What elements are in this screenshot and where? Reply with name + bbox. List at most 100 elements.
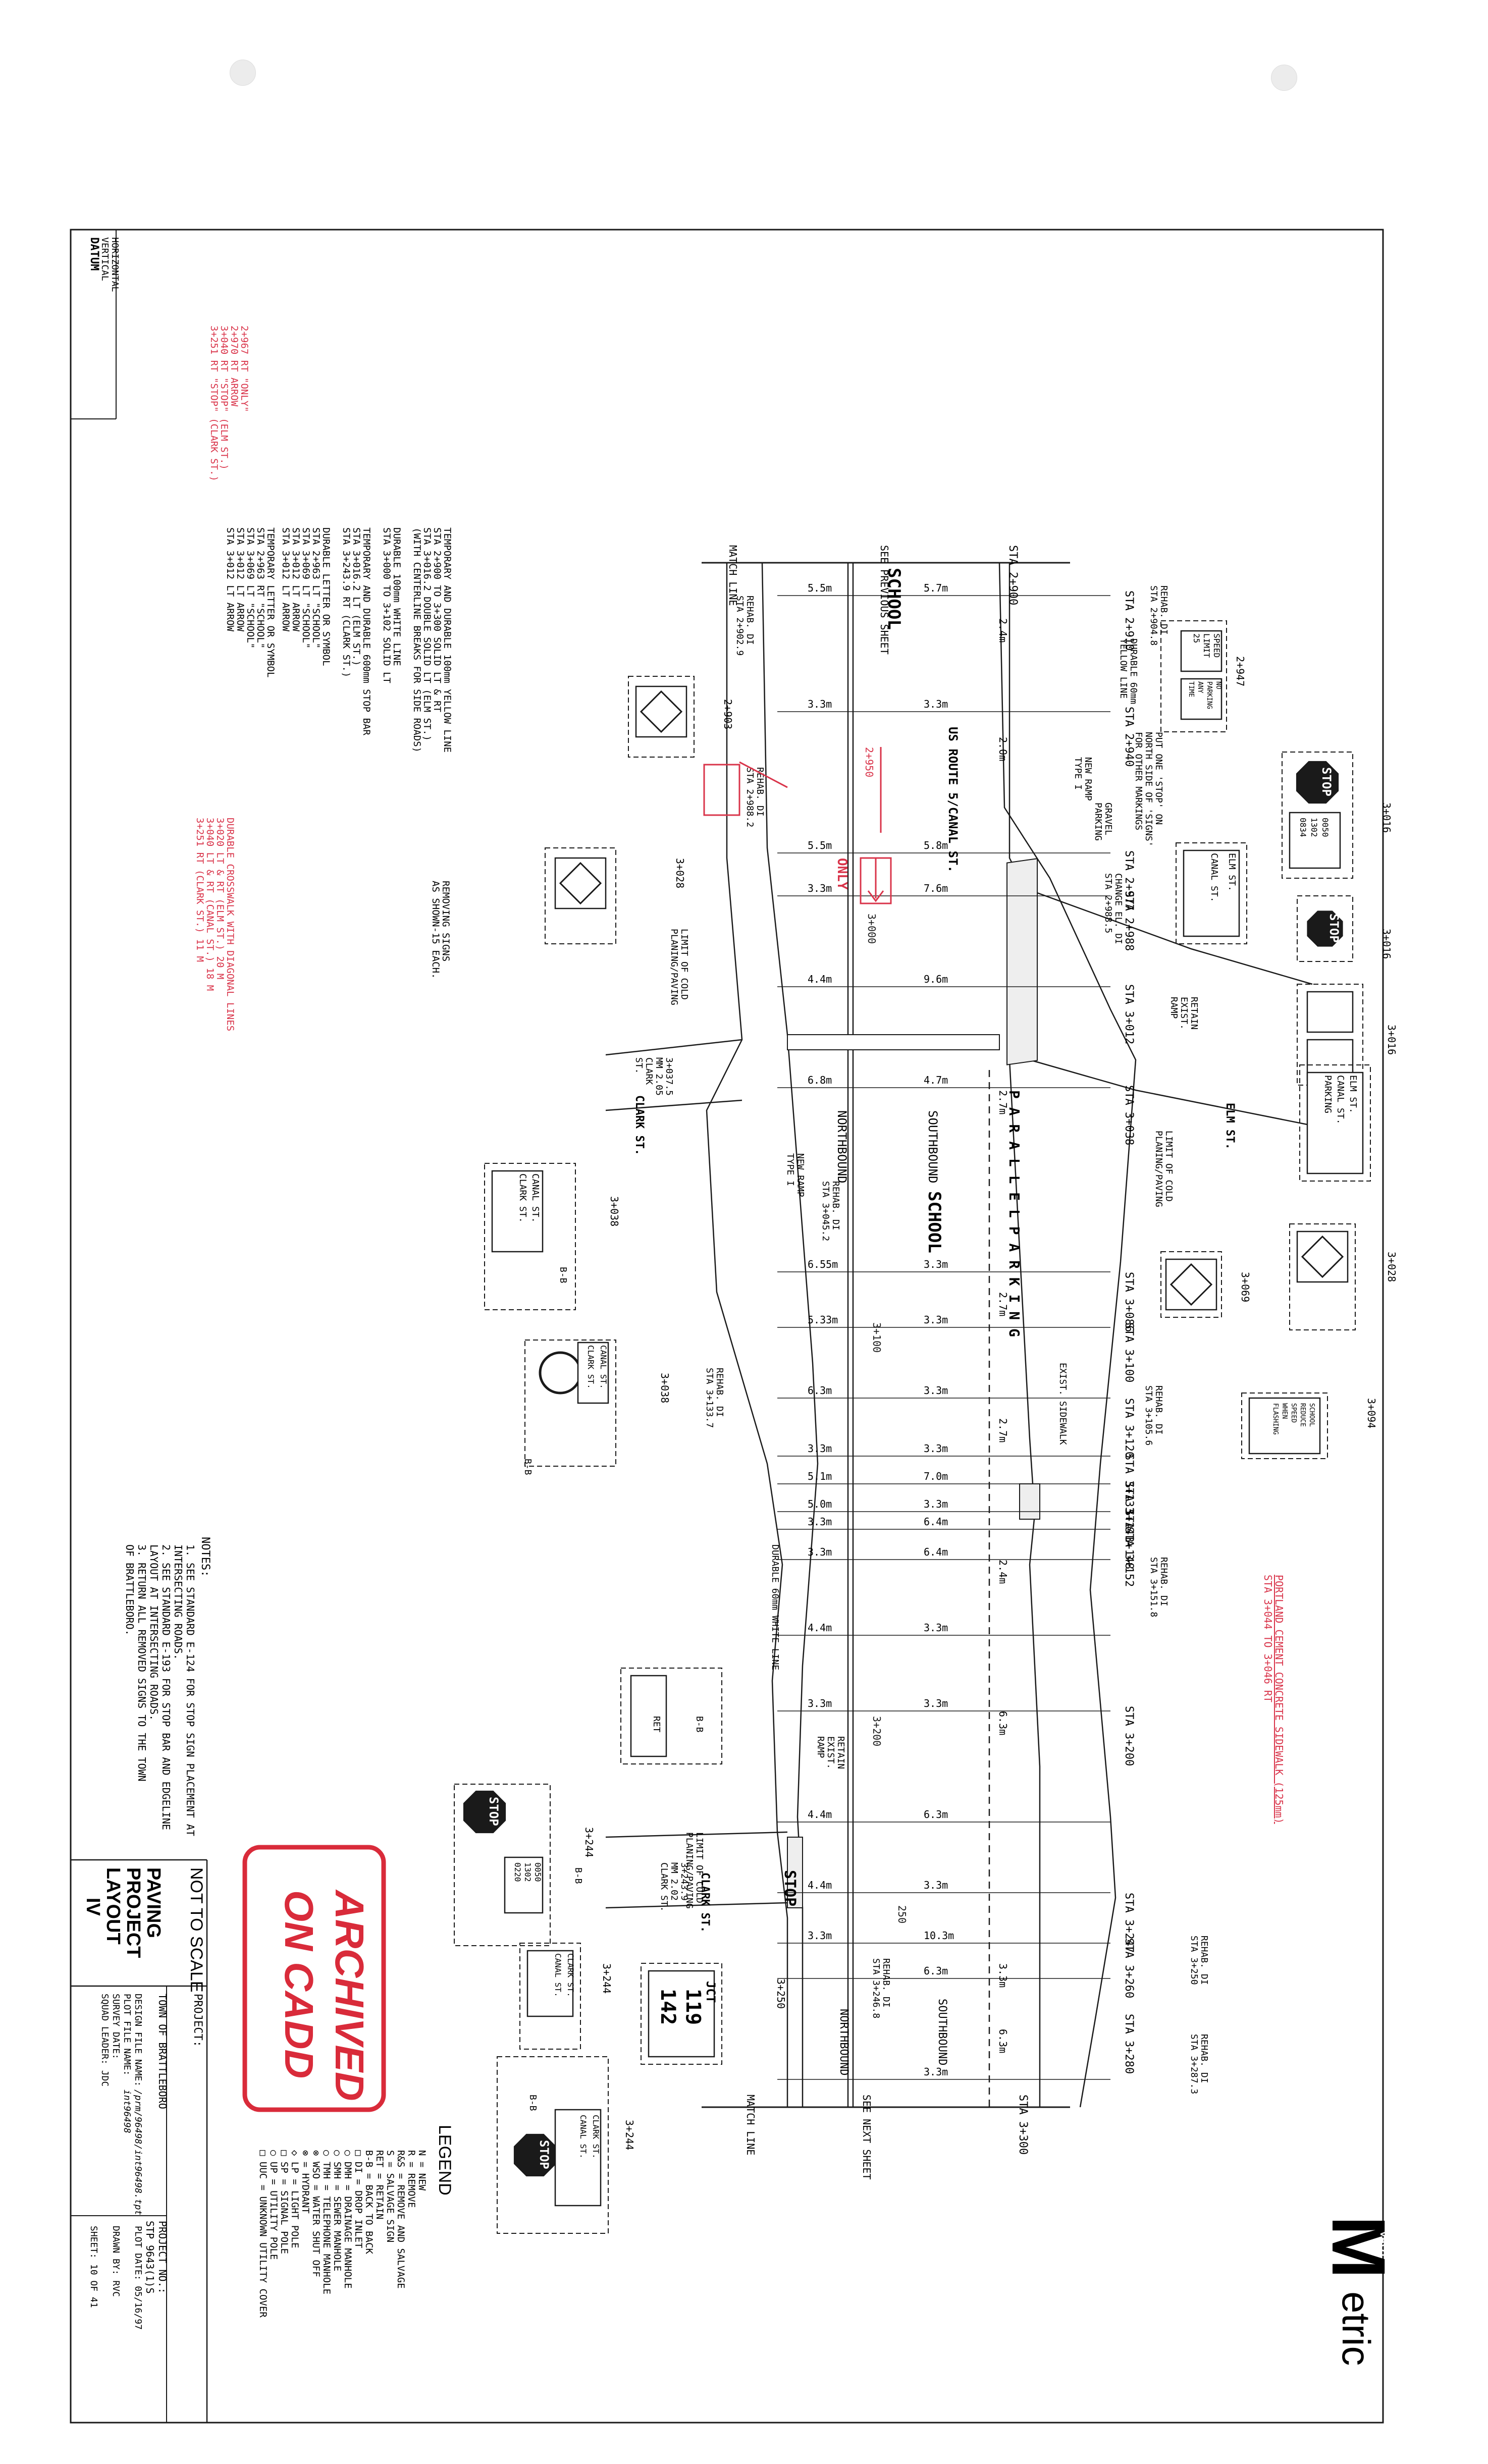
plan-note: STA 2+988.2: [745, 767, 755, 827]
dimension-label: 3.3m: [924, 1314, 948, 1326]
plate-text: 0834: [1298, 818, 1308, 837]
sign-box-3038b: [524, 1340, 616, 1467]
plan-note: FOR OTHER MARKINGS: [1133, 732, 1144, 830]
marking-note: STA 3+069 LT "SCHOOL": [300, 527, 311, 649]
speed-limit-sign: [1180, 630, 1223, 672]
speed-limit-text: 25: [1192, 633, 1201, 643]
marking-note: STA 3+012 LT ARROW: [280, 527, 291, 631]
plan-note: GRAVEL: [1103, 802, 1113, 835]
dimension-label: 3.3m: [924, 1258, 948, 1270]
plan-note: STA 3+105.6: [1143, 1385, 1154, 1445]
sign-box-3028-left: [545, 847, 616, 944]
station-code: 250: [896, 1905, 908, 1923]
legend-title: LEGEND: [435, 2125, 454, 2195]
see-previous-label: SEE PREVIOUS SHEET: [878, 545, 890, 655]
note-item: 2. SEE STANDARD E-193 FOR STOP BAR AND E…: [160, 1544, 172, 1830]
back-to-back-label: B-B: [558, 1267, 568, 1283]
dimension-label: 3.3m: [808, 1546, 832, 1558]
sheet-title: PAVING: [143, 1867, 164, 1938]
plan-note: ST.: [633, 1057, 644, 1074]
punch-hole: [230, 60, 256, 86]
marking-note: STA 3+016.2 LT (ELM ST.): [351, 527, 362, 666]
logo-letter: M: [1316, 2216, 1401, 2279]
dimension-label: 6.3m: [997, 1711, 1009, 1735]
northbound-label: NORTHBOUND: [835, 1110, 849, 1184]
station-label: STA 3+038: [1123, 1085, 1135, 1145]
marking-note: STA 3+012 LT ARROW: [235, 527, 246, 631]
sign-station: 3+244: [623, 2120, 635, 2150]
plan-note: REHAB. DI: [745, 596, 755, 645]
plan-note: REHAB. DI: [881, 1958, 891, 2008]
station-label: STA 3+100: [1123, 1322, 1135, 1382]
station-label: STA 3+012: [1123, 984, 1135, 1044]
plan-note: NORTH SIDE OF 'SIGNS': [1143, 732, 1154, 847]
stop-sign-text: STOP: [487, 1797, 501, 1826]
sign-box-elm: [1176, 842, 1247, 944]
dimension-label: 6.4m: [924, 1546, 948, 1558]
plan-note: RETAIN: [835, 1736, 846, 1769]
notes-title: NOTES:: [199, 1537, 211, 1577]
plan-note: STA 2+904.8: [1148, 585, 1159, 646]
legend-item: RET = RETAIN: [374, 2150, 385, 2219]
no-parking-symbol: [539, 1351, 582, 1395]
dimension-label: 2.4m: [997, 1560, 1009, 1584]
sign-station: 3+028: [1386, 1252, 1398, 1282]
sign-box-parking: [1299, 1064, 1371, 1182]
street-label: ELM ST.: [1224, 1103, 1236, 1150]
dimension-label: 3.3m: [924, 698, 948, 710]
legend-item: ○ DMH = DRAINAGE MANHOLE: [342, 2150, 353, 2289]
station-label: STA 3+300: [1017, 2095, 1029, 2155]
dimension-label: 4.4m: [808, 1622, 832, 1634]
dimension-label: 5.5m: [808, 839, 832, 851]
school-crossing-symbol: [559, 862, 602, 905]
right-edge: [998, 562, 1137, 2108]
school-crossing-sign: [554, 857, 607, 909]
plan-note: DURABLE 60mm: [1128, 638, 1139, 704]
plan-note: STA 3+133.7: [704, 1368, 715, 1428]
plan-note: TYPE I: [785, 1153, 795, 1186]
sign-box-3244c: [497, 2056, 609, 2234]
dimension-label: 3.3m: [924, 1384, 948, 1397]
sheet-title: PROJECT: [123, 1867, 144, 1958]
datum-vertical: VERTICAL: [99, 237, 110, 281]
street-label: CLARK ST.: [699, 1872, 711, 1933]
street-sign-text: CLARK ST.: [517, 1173, 528, 1223]
back-to-back-label: B-B: [527, 2095, 538, 2111]
back-to-back-label: B-B: [694, 1716, 705, 1733]
dimension-label: 2.4m: [997, 618, 1009, 642]
plate-text: 0050: [1320, 818, 1330, 837]
clark-st-edge: [605, 1099, 742, 1111]
route-number: 119: [681, 1989, 705, 2025]
dimension-label: 7.6m: [924, 882, 948, 894]
street-sign-text: CLARK ST.: [586, 1345, 596, 1389]
sign-box-jct: [641, 1963, 722, 2065]
plan-note: CHANGE EL. DI: [1113, 873, 1124, 944]
street-name-sign: [577, 1342, 609, 1404]
back-to-back-label: B-B: [573, 1867, 583, 1884]
northbound-label: NORTHBOUND: [837, 2009, 850, 2075]
school-speed-text: SPEED: [1290, 1403, 1297, 1423]
school-crossing-sign: [635, 685, 687, 738]
no-parking-text: NO: [1214, 681, 1222, 689]
plan-note: 3+037.5: [664, 1057, 674, 1096]
dimension-label: 2.7m: [997, 1090, 1009, 1114]
project-no-label: PROJECT NO.:: [156, 2221, 169, 2294]
station-label: STA 2+940: [1123, 707, 1135, 767]
dimension-label: 3.3m: [808, 1442, 832, 1455]
jct-text: JCT: [704, 1981, 718, 2003]
sign-box-3069: [1160, 1251, 1222, 1318]
station-label: STA 3+152: [1123, 1527, 1135, 1587]
sign-boxes: 2+947SPEEDLIMIT25NOPARKINGANYTIME2+903ST…: [454, 620, 1398, 2234]
crosswalk-note: 3+251 RT (CLARK ST.) 11 M: [194, 818, 205, 962]
dimension-label: 2.7m: [997, 1292, 1009, 1316]
station-code: 2+950: [863, 747, 875, 777]
street-sign-text: CLARK ST.: [566, 1953, 575, 1997]
plan-note: RETAIN: [1189, 997, 1199, 1030]
school-marking: SCHOOL: [884, 568, 904, 630]
legend-item: ○ TMH = TELEPHONE MANHOLE: [321, 2150, 332, 2294]
dimension-label: 3.3m: [808, 1516, 832, 1528]
station-code: 3+200: [871, 1716, 883, 1746]
plan-note: RAMP: [1168, 997, 1179, 1019]
school-speed-text: FLASHING: [1271, 1403, 1279, 1435]
